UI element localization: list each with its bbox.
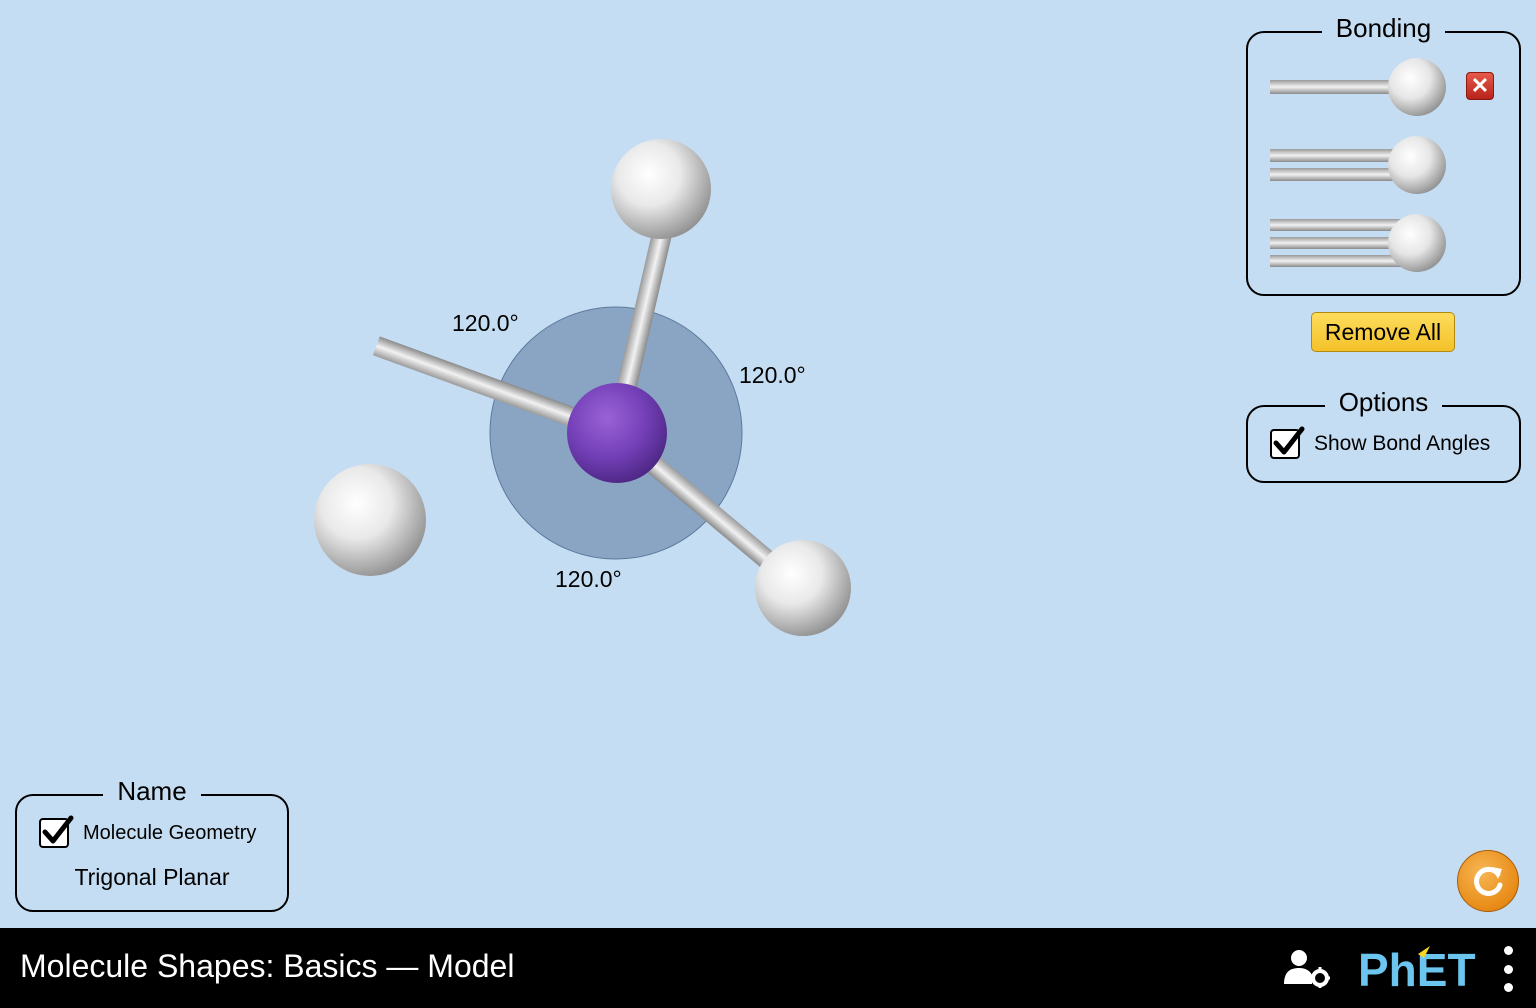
add-triple-bond-button[interactable] <box>1268 213 1450 275</box>
checkbox-box[interactable] <box>1270 426 1305 459</box>
bond-angle-label: 120.0° <box>739 362 806 388</box>
reset-all-button[interactable] <box>1457 850 1519 912</box>
molecule-geometry-checkbox[interactable]: Molecule Geometry <box>39 815 257 848</box>
central-atom[interactable] <box>567 383 667 483</box>
kebab-menu-button[interactable] <box>1494 946 1522 992</box>
checkmark-icon <box>42 815 74 844</box>
bond-angle-label: 120.0° <box>452 310 519 336</box>
geometry-name: Trigonal Planar <box>74 864 230 890</box>
single-bond-icon <box>1270 58 1446 116</box>
bond-right <box>609 425 807 595</box>
user-gear-icon <box>1284 950 1331 989</box>
molecule-geometry-label: Molecule Geometry <box>83 821 257 844</box>
show-bond-angles-label: Show Bond Angles <box>1314 432 1491 455</box>
triple-bond-icon <box>1270 214 1446 272</box>
double-bond-icon <box>1270 136 1446 194</box>
sim-play-area: 120.0° 120.0° 120.0° Bonding ✕ <box>0 0 1536 928</box>
name-panel-title: Name <box>103 776 201 806</box>
checkbox-box[interactable] <box>39 815 74 848</box>
molecule-view[interactable] <box>0 0 1536 928</box>
options-panel-title: Options <box>1324 387 1443 417</box>
phet-logo-text: PhET <box>1358 944 1476 992</box>
add-single-bond-button[interactable] <box>1268 57 1450 119</box>
navigation-bar: Molecule Shapes: Basics — Model <box>0 928 1536 1008</box>
remove-all-button[interactable]: Remove All <box>1311 312 1455 352</box>
x-icon: ✕ <box>1470 73 1490 98</box>
outer-atom-left[interactable] <box>314 464 426 576</box>
bond-left <box>372 336 620 443</box>
preferences-button[interactable] <box>1282 948 1331 989</box>
outer-atom-top[interactable] <box>611 139 711 239</box>
bond-top <box>606 221 675 436</box>
name-panel: Name Molecule Geometry Trigonal Planar <box>15 776 289 912</box>
show-bond-angles-checkbox[interactable]: Show Bond Angles <box>1270 426 1491 459</box>
bond-angle-label: 120.0° <box>555 566 622 592</box>
checkmark-icon <box>1273 426 1305 455</box>
phet-logo-icon: PhET <box>1358 944 1476 996</box>
bonding-panel: Bonding ✕ <box>1246 13 1521 296</box>
reset-icon <box>1474 866 1503 896</box>
remove-single-bond-button[interactable]: ✕ <box>1466 72 1494 100</box>
kebab-menu-icon <box>1503 946 1513 955</box>
options-panel: Options Show Bond Angles <box>1246 387 1521 483</box>
add-double-bond-button[interactable] <box>1268 135 1450 197</box>
phet-logo[interactable]: PhET <box>1356 944 1486 997</box>
outer-atom-right[interactable] <box>755 540 851 636</box>
bonding-panel-title: Bonding <box>1321 13 1446 43</box>
sim-title: Molecule Shapes: Basics — Model <box>20 948 515 984</box>
